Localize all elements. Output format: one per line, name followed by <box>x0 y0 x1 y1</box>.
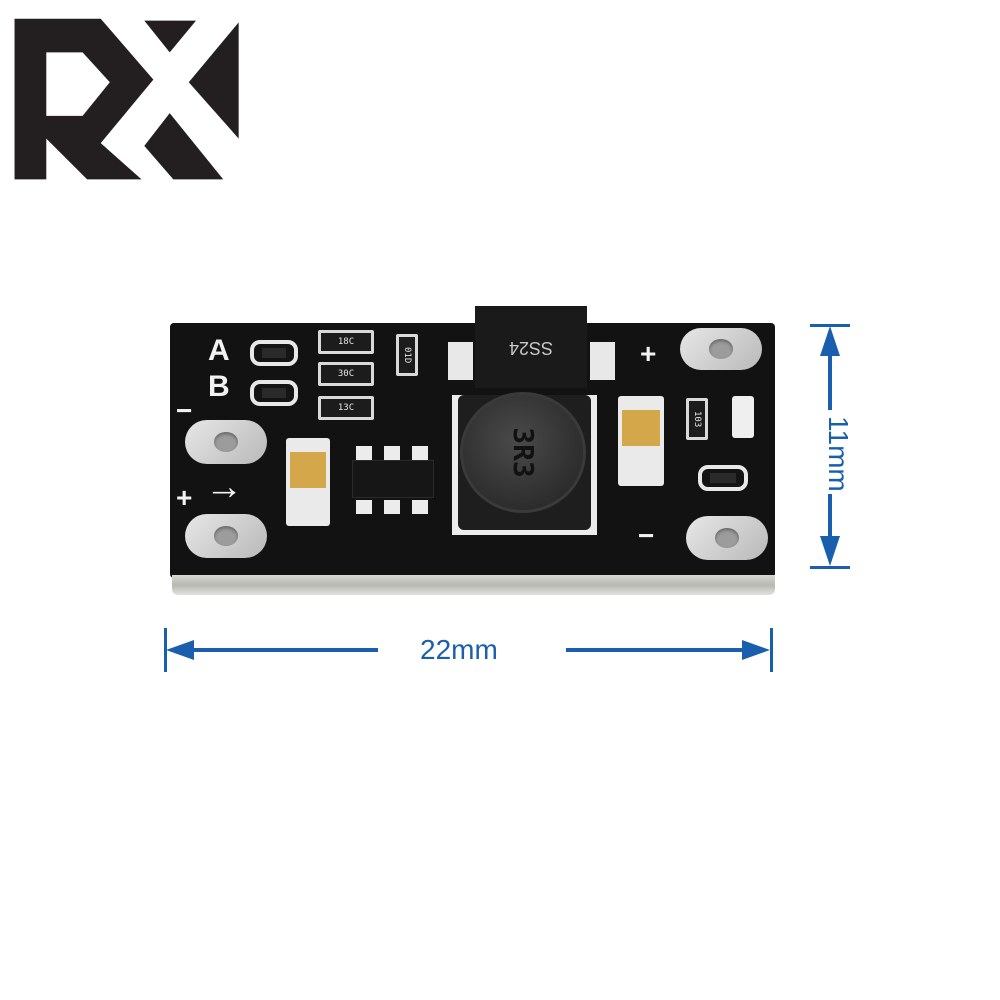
ic-sot23 <box>352 446 434 514</box>
logo-x-right <box>188 22 239 139</box>
inductor-3r3: 3R3 <box>460 392 586 513</box>
silk-minus-right: − <box>638 520 655 551</box>
capacitor-right <box>618 396 664 486</box>
height-dim-bottom-tick <box>810 566 850 569</box>
silk-minus-left: − <box>176 395 193 426</box>
silk-label-a: A <box>208 334 230 367</box>
diode-pad-right <box>590 342 615 380</box>
height-dim-top-tick <box>810 324 850 327</box>
silk-plus-right: + <box>640 338 657 369</box>
height-dimension-label: 11mm <box>823 416 854 492</box>
logo-x-bottom <box>144 113 224 180</box>
width-dimension-label: 22mm <box>420 634 498 665</box>
width-dim-right-tick <box>770 628 773 672</box>
capacitor-left <box>286 438 330 526</box>
rx-logo <box>14 18 239 180</box>
width-dim-left-tick <box>164 628 167 672</box>
diode-ss24: SS24 <box>475 306 587 388</box>
silk-plus-left: + <box>176 482 193 513</box>
jumper-pad-b <box>250 380 298 406</box>
height-dimension-arrows <box>820 326 840 566</box>
resistor-13c: 13C <box>318 396 374 420</box>
width-dimension-arrows <box>166 640 770 660</box>
silk-label-b: B <box>208 370 230 403</box>
diode-marking: SS24 <box>508 337 554 358</box>
led-component <box>732 396 754 438</box>
solder-pad-right <box>698 465 748 491</box>
diode-pad-left <box>448 342 473 380</box>
resistor-103: 103 <box>686 398 708 440</box>
logo-x-top <box>144 20 197 53</box>
silk-arrow-right: → <box>205 466 243 508</box>
logo-letter-r <box>14 18 154 180</box>
jumper-pad-a <box>250 340 298 366</box>
resistor-18c: 18C <box>318 330 374 354</box>
pad-output-minus <box>686 516 768 560</box>
resistor-01d: 01D <box>396 334 418 376</box>
inductor-marking: 3R3 <box>506 427 540 478</box>
pad-output-plus <box>680 328 762 370</box>
resistor-30c: 30C <box>318 362 374 386</box>
pad-input-plus <box>185 514 267 558</box>
pad-input-minus <box>185 420 267 464</box>
pcb-edge <box>172 575 775 595</box>
